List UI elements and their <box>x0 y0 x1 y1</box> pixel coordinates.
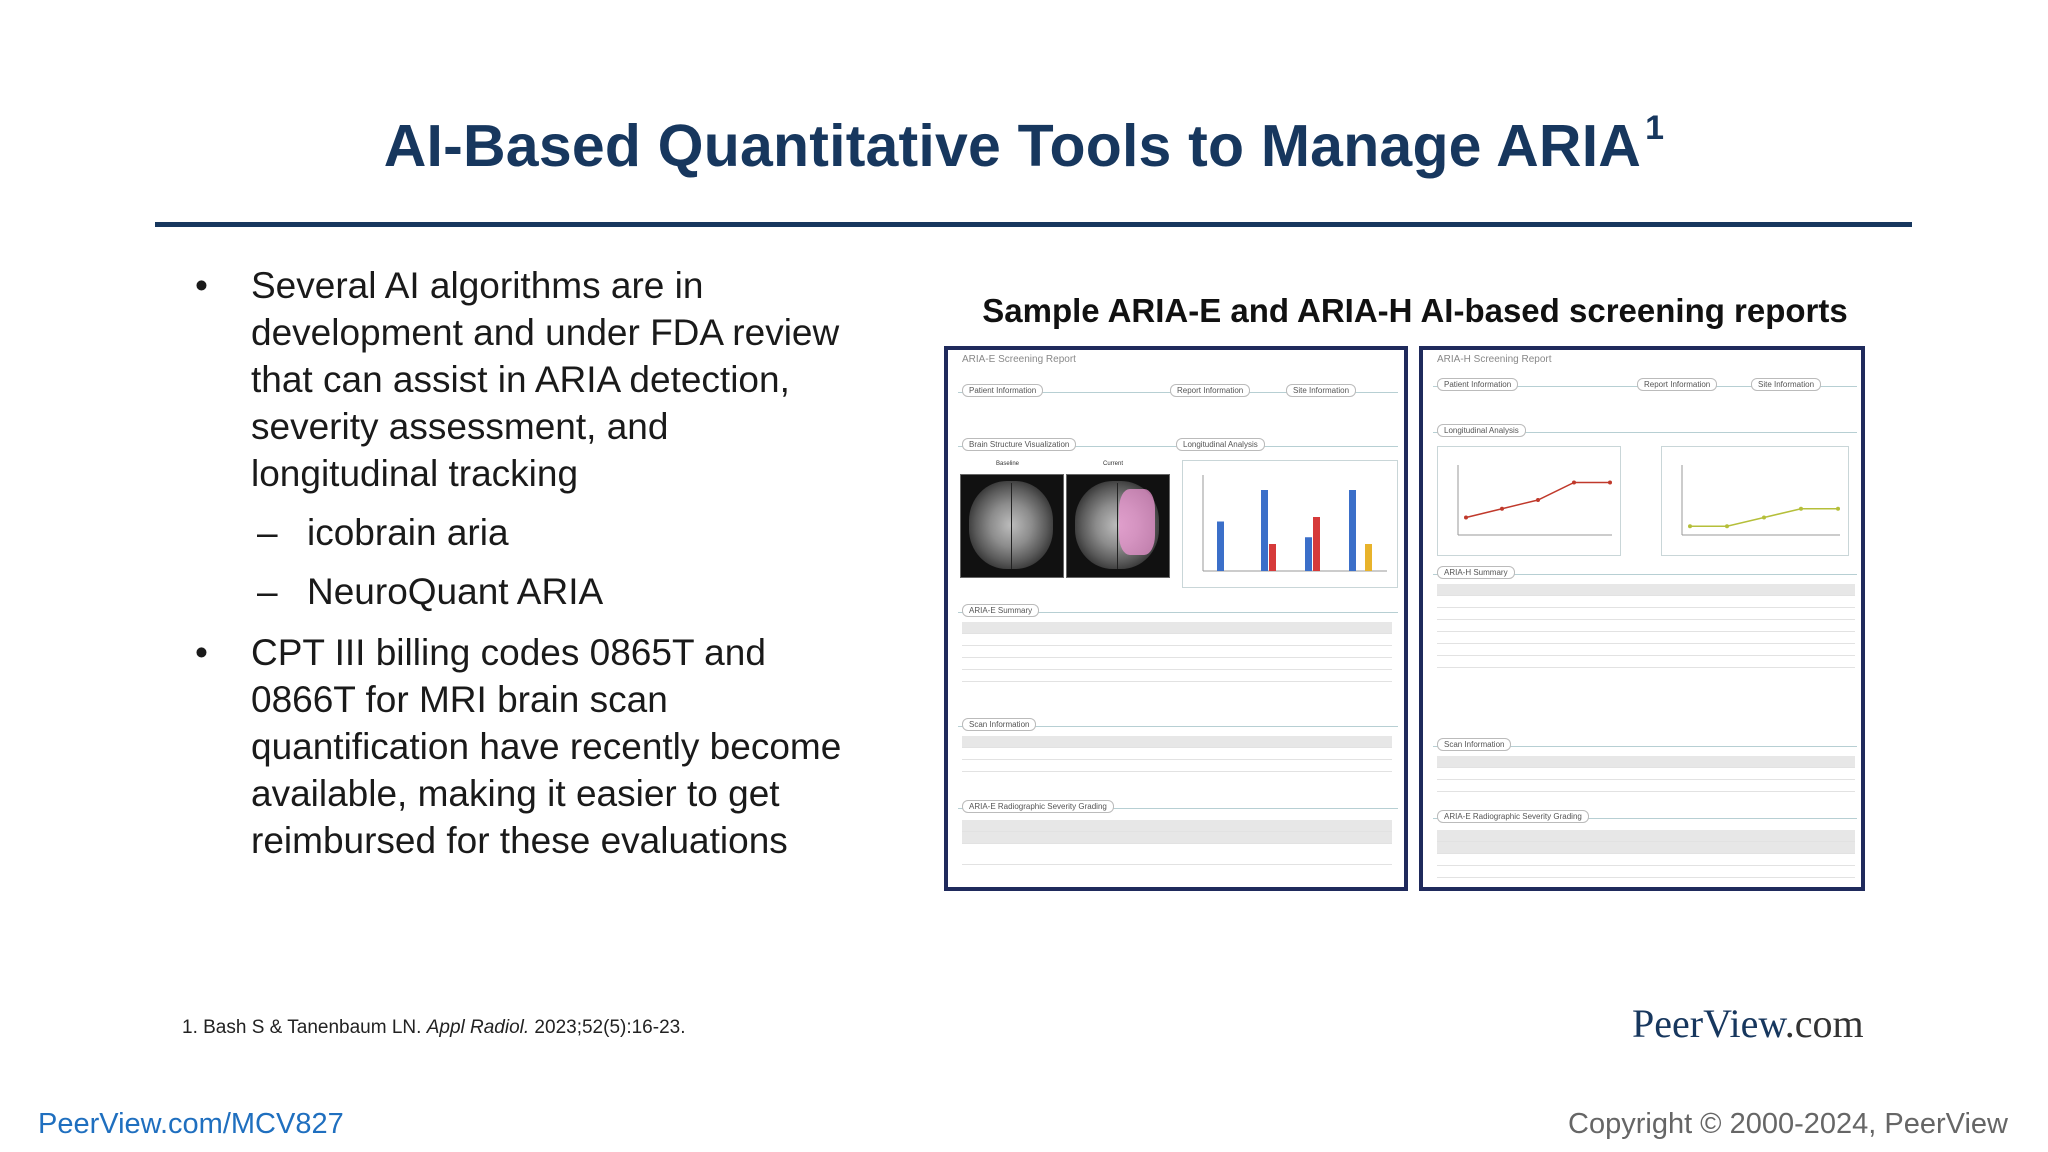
slide-title: AI-Based Quantitative Tools to Manage AR… <box>383 109 1665 179</box>
data-point <box>1572 480 1576 485</box>
microhemorrhage-line-chart <box>1437 446 1621 556</box>
longitudinal-bar-chart <box>1182 460 1398 588</box>
bullet-1: • Several AI algorithms are in developme… <box>195 262 895 497</box>
grading-table-placeholder <box>962 820 1392 865</box>
figure-caption: Sample ARIA-E and ARIA-H AI-based screen… <box>982 292 1848 329</box>
section-label: Longitudinal Analysis <box>1176 438 1265 451</box>
section-label: Report Information <box>1170 384 1251 397</box>
section-label: Patient Information <box>962 384 1044 397</box>
title-rule <box>155 222 1912 227</box>
data-point <box>1464 515 1468 520</box>
report-title: ARIA-H Screening Report <box>1437 354 1552 365</box>
bar <box>1349 490 1356 571</box>
section-label: Patient Information <box>1437 378 1519 391</box>
bullet-list: • Several AI algorithms are in developme… <box>195 262 895 864</box>
data-point <box>1836 506 1840 511</box>
scan-table-placeholder <box>962 736 1392 772</box>
data-point <box>1725 524 1729 529</box>
section-label: Site Information <box>1286 384 1357 397</box>
data-point <box>1536 498 1540 502</box>
section-label: Site Information <box>1751 378 1822 391</box>
grading-table-placeholder <box>1437 830 1855 878</box>
reference-footnote: 1. Bash S & Tanenbaum LN. Appl Radiol. 2… <box>182 1017 686 1038</box>
section-label: Scan Information <box>962 718 1037 731</box>
aria-h-report: ARIA-H Screening Report Patient Informat… <box>1419 346 1865 891</box>
baseline-brain-image <box>960 474 1064 578</box>
section-label: Longitudinal Analysis <box>1437 424 1526 437</box>
bar <box>1365 544 1372 571</box>
data-point <box>1500 506 1504 511</box>
summary-table-placeholder <box>962 622 1392 682</box>
line-chart-svg <box>1457 465 1612 536</box>
scan-table-placeholder <box>1437 756 1855 792</box>
section-label: Brain Structure Visualization <box>962 438 1077 451</box>
copyright-text: Copyright © 2000-2024, PeerView <box>1568 1108 2008 1140</box>
bar <box>1269 544 1276 571</box>
section-label: Scan Information <box>1437 738 1512 751</box>
bullet-glyph: • <box>195 265 208 306</box>
section-label: ARIA-E Summary <box>962 604 1040 617</box>
section-label: Report Information <box>1637 378 1718 391</box>
bar-chart-svg <box>1202 475 1387 572</box>
section-label: ARIA-E Radiographic Severity Grading <box>962 800 1114 813</box>
bar <box>1261 490 1268 571</box>
bar <box>1313 517 1320 571</box>
line-chart-svg <box>1681 465 1840 536</box>
section-label: ARIA-H Summary <box>1437 566 1515 579</box>
report-title: ARIA-E Screening Report <box>962 354 1076 365</box>
bar <box>1305 537 1312 571</box>
peerview-logo: PeerView.com <box>1632 1001 1864 1046</box>
section-label: ARIA-E Radiographic Severity Grading <box>1437 810 1589 823</box>
bar <box>1217 521 1224 571</box>
superficial-siderosis-line-chart <box>1661 446 1849 556</box>
data-point <box>1608 480 1612 485</box>
summary-table-placeholder <box>1437 584 1855 668</box>
data-point <box>1688 524 1692 529</box>
bullet-2: • CPT III billing codes 0865T and 0866T … <box>195 632 842 861</box>
footer-url-link[interactable]: PeerView.com/MCV827 <box>38 1108 344 1140</box>
data-point <box>1762 515 1766 520</box>
sub-bullet-icobrain: – icobrain aria <box>257 512 509 553</box>
aria-e-report: ARIA-E Screening Report Patient Informat… <box>944 346 1408 891</box>
current-brain-image <box>1066 474 1170 578</box>
data-point <box>1799 506 1803 511</box>
sub-bullet-neuroquant: – NeuroQuant ARIA <box>257 571 604 612</box>
